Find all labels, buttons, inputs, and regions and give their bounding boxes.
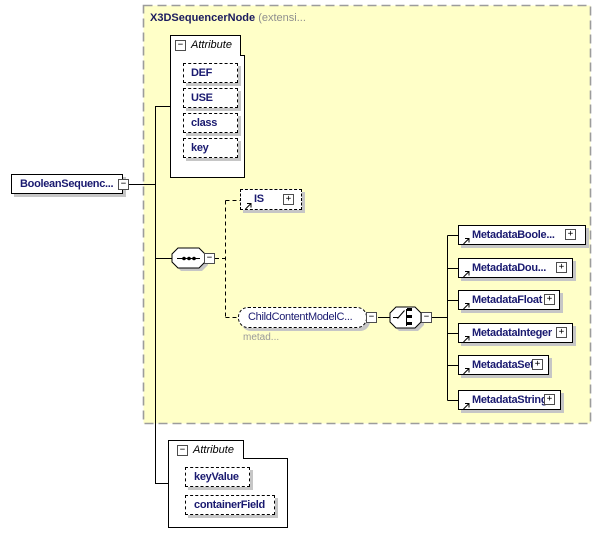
expand-icon[interactable]: + xyxy=(565,229,576,240)
attribute-label: DEF xyxy=(191,67,213,79)
element-label: MetadataString xyxy=(472,394,548,406)
collapse-icon[interactable]: − xyxy=(175,40,186,51)
sequence-compositor-icon[interactable] xyxy=(171,247,208,271)
element-metadata-string[interactable]: MetadataString xyxy=(458,390,561,410)
reference-arrow-icon xyxy=(462,363,471,374)
element-metadata-set[interactable]: MetadataSet xyxy=(458,355,549,375)
expand-icon[interactable]: + xyxy=(544,394,555,405)
group-child-content-model[interactable]: ChildContentModelC... xyxy=(238,307,367,328)
attribute-class[interactable]: class xyxy=(183,113,238,133)
container-name-suffix: (extensi... xyxy=(258,12,306,24)
attribute-use[interactable]: USE xyxy=(183,88,238,108)
attribute-key-value[interactable]: keyValue xyxy=(185,467,250,487)
reference-arrow-icon xyxy=(462,266,471,277)
attribute-label: USE xyxy=(191,92,213,104)
attribute-group-label: Attribute xyxy=(193,444,234,456)
choice-compositor-icon[interactable] xyxy=(389,306,424,331)
collapse-icon[interactable]: − xyxy=(366,312,377,323)
container-title: X3DSequencerNode (extensi... xyxy=(150,11,306,25)
group-label: ChildContentModelC... xyxy=(248,311,353,323)
element-metadata-double[interactable]: MetadataDou... xyxy=(458,258,573,278)
attribute-container-field[interactable]: containerField xyxy=(185,495,275,515)
solid-connectors xyxy=(129,106,458,484)
container-name: X3DSequencerNode xyxy=(150,12,256,24)
reference-arrow-icon xyxy=(462,398,471,409)
element-label: MetadataDou... xyxy=(472,262,547,274)
expand-icon[interactable]: + xyxy=(544,294,555,305)
attribute-label: containerField xyxy=(194,499,265,511)
collapse-icon[interactable]: − xyxy=(204,253,215,264)
element-label: MetadataFloat xyxy=(472,294,543,306)
element-metadata-integer[interactable]: MetadataInteger xyxy=(458,323,573,343)
reference-arrow-icon xyxy=(462,233,471,244)
expand-icon[interactable]: + xyxy=(556,262,567,273)
attribute-label: class xyxy=(191,117,218,129)
element-label: MetadataBoole... xyxy=(472,229,555,241)
element-label: MetadataInteger xyxy=(472,327,552,339)
reference-arrow-icon xyxy=(244,198,253,209)
expand-icon[interactable]: + xyxy=(532,359,543,370)
collapse-icon[interactable]: − xyxy=(177,445,188,456)
attribute-label: key xyxy=(191,142,209,154)
optional-connectors xyxy=(215,200,240,318)
attribute-def[interactable]: DEF xyxy=(183,63,238,83)
attribute-key[interactable]: key xyxy=(183,138,238,158)
attribute-label: keyValue xyxy=(194,471,239,483)
annotation-text: metad... xyxy=(243,332,280,343)
expand-icon[interactable]: + xyxy=(556,327,567,338)
reference-arrow-icon xyxy=(462,298,471,309)
element-metadata-float[interactable]: MetadataFloat xyxy=(458,290,560,310)
reference-arrow-icon xyxy=(462,331,471,342)
element-label: BooleanSequenc... xyxy=(20,178,114,190)
element-label: MetadataSet xyxy=(472,359,534,371)
attribute-group-label: Attribute xyxy=(191,39,232,51)
collapse-icon[interactable]: − xyxy=(118,179,129,190)
expand-icon[interactable]: + xyxy=(283,194,294,205)
element-metadata-boolean[interactable]: MetadataBoole... xyxy=(458,225,586,245)
collapse-icon[interactable]: − xyxy=(421,312,432,323)
element-label: IS xyxy=(254,193,264,205)
element-boolean-sequencer[interactable]: BooleanSequenc... xyxy=(11,174,123,194)
